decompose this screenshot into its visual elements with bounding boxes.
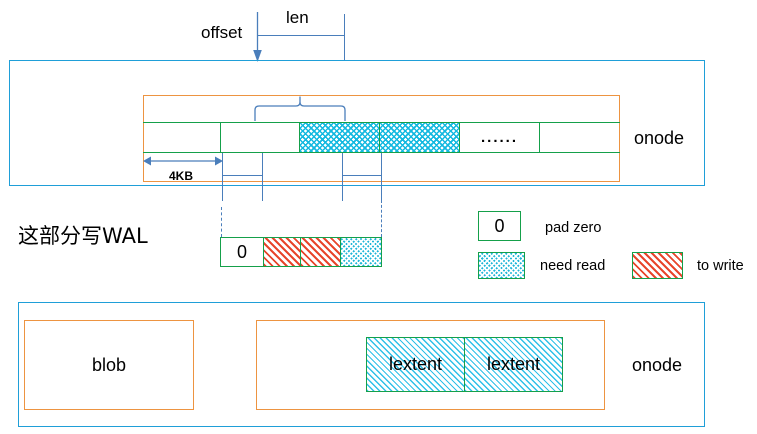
legend-pad-zero-swatch: 0: [478, 211, 521, 241]
offset-label: offset: [201, 23, 243, 42]
wal-note-label: 这部分写WAL: [18, 224, 148, 248]
blob-box: blob: [24, 320, 194, 410]
len-right-tick: [344, 14, 345, 60]
wal-block-row: 0: [220, 237, 382, 267]
offset-arrow: [253, 12, 262, 62]
leader-left-bar: [222, 175, 262, 176]
wal-pad-zero-value: 0: [236, 241, 247, 262]
wal-cell-pad-zero: 0: [221, 238, 264, 266]
legend-need-read-swatch: [478, 252, 525, 279]
lextent-row: lextent lextent: [366, 337, 563, 392]
leader-right-a: [342, 153, 343, 201]
lextent-cell-0: lextent: [367, 338, 465, 391]
legend-pad-zero-value: 0: [494, 215, 505, 236]
strip-cell-3-need-read: [300, 123, 380, 152]
len-label: len: [286, 8, 309, 27]
leader-left-b: [262, 153, 263, 201]
blob-label: blob: [91, 354, 127, 375]
wal-cell-to-write-2: [301, 238, 341, 266]
strip-cell-4-need-read: [380, 123, 460, 152]
extent-brace: [254, 96, 346, 121]
wal-cell-need-read: [341, 238, 381, 266]
legend-need-read-label: need read: [540, 258, 606, 274]
extent-strip: ......: [143, 122, 620, 153]
strip-cell-5-ellipsis: ......: [460, 123, 540, 152]
lextent-label-1: lextent: [486, 354, 541, 374]
strip-cell-2: [221, 123, 300, 152]
leader-right-bar: [342, 175, 381, 176]
wal-span-right-dashline: [381, 200, 382, 237]
4kb-label: 4KB: [169, 169, 194, 183]
bottom-onode-label: onode: [632, 355, 683, 375]
bottom-extent-map-box: [256, 320, 605, 410]
lextent-label-0: lextent: [388, 354, 443, 374]
strip-cell-6: [540, 123, 620, 152]
strip-cell-1: [143, 123, 221, 152]
leader-right-b: [381, 153, 382, 201]
top-onode-outer-box: [9, 60, 705, 186]
lextent-cell-1: lextent: [465, 338, 562, 391]
4kb-dimension-arrow: [143, 156, 223, 166]
legend-to-write-swatch: [632, 252, 683, 279]
wal-cell-to-write-1: [264, 238, 301, 266]
legend-pad-zero-label: pad zero: [545, 220, 602, 236]
top-onode-label: onode: [634, 128, 685, 148]
wal-span-left-dashline: [221, 207, 222, 237]
strip-ellipsis: ......: [480, 129, 518, 146]
legend-to-write-label: to write: [697, 258, 744, 274]
bottom-onode-outer-box: [18, 302, 705, 427]
leader-left-a: [222, 153, 223, 201]
len-measure-bar: [258, 35, 344, 36]
